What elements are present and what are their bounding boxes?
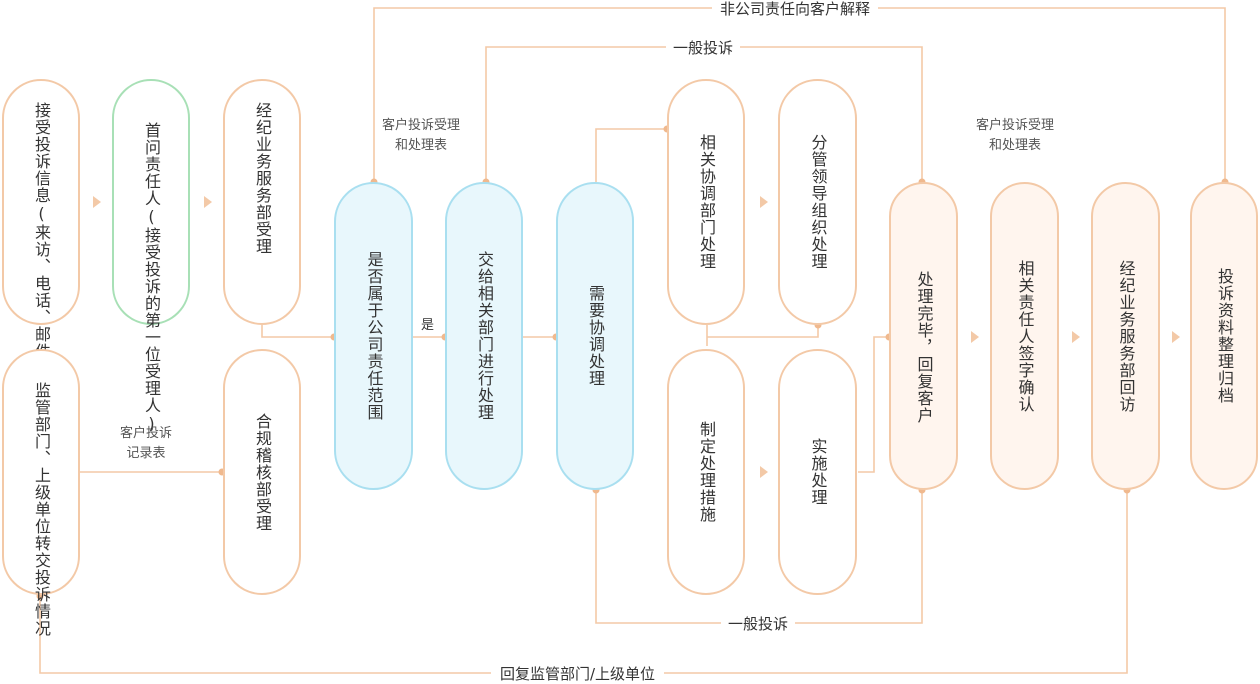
label-general-complaint-top: 一般投诉 bbox=[666, 37, 741, 58]
node-receive-complaint-text: 接受投诉信息(来访、电话、邮件、网络留言等) bbox=[32, 102, 51, 482]
node-need-coordination-text: 需要协调处理 bbox=[586, 285, 605, 387]
node-make-measures-text: 制定处理措施 bbox=[697, 421, 716, 523]
node-broker-revisit: 经纪业务服务部回访 bbox=[1091, 182, 1160, 490]
node-archive: 投诉资料整理归档 bbox=[1190, 182, 1258, 490]
node-archive-text: 投诉资料整理归档 bbox=[1215, 268, 1234, 404]
node-complete-reply-text: 处理完毕，回复客户 bbox=[914, 271, 934, 424]
label-record-line1: 客户投诉 bbox=[120, 426, 173, 441]
label-general-complaint-bottom: 一般投诉 bbox=[721, 613, 796, 634]
label-reply-regulator: 回复监管部门/上级单位 bbox=[491, 663, 665, 684]
node-is-company-scope-text: 是否属于公司责任范围 bbox=[364, 251, 384, 421]
label-form-left: 客户投诉受理 和处理表 bbox=[382, 116, 460, 156]
node-leader-organize: 分管领导组织处理 bbox=[778, 79, 857, 325]
node-broker-accept: 经纪业务服务部受理 bbox=[223, 79, 301, 325]
node-regulator-text: 监管部门、上级单位转交投诉情况 bbox=[32, 382, 51, 637]
node-related-coordination: 相关协调部门处理 bbox=[667, 79, 745, 325]
node-first-responsible-text: 首问责任人(接受投诉的第一位受理人) bbox=[142, 122, 161, 434]
node-make-measures: 制定处理措施 bbox=[667, 349, 745, 595]
label-form-right-line2: 和处理表 bbox=[989, 138, 1042, 153]
node-compliance-text: 合规稽核部受理 bbox=[253, 412, 272, 532]
label-yes: 是 bbox=[420, 314, 436, 333]
node-compliance: 合规稽核部受理 bbox=[223, 349, 301, 595]
label-form-left-line2: 和处理表 bbox=[395, 138, 448, 153]
label-form-right-line1: 客户投诉受理 bbox=[976, 118, 1055, 133]
node-implement-text: 实施处理 bbox=[808, 438, 828, 506]
node-complete-reply: 处理完毕，回复客户 bbox=[889, 182, 958, 490]
node-responsible-sign-text: 相关责任人签字确认 bbox=[1015, 259, 1035, 413]
node-implement: 实施处理 bbox=[778, 349, 857, 595]
node-leader-organize-text: 分管领导组织处理 bbox=[808, 134, 828, 270]
label-record-line2: 记录表 bbox=[126, 446, 166, 461]
label-non-company-explain: 非公司责任向客户解释 bbox=[712, 0, 879, 19]
label-record: 客户投诉 记录表 bbox=[120, 424, 172, 464]
label-form-right: 客户投诉受理 和处理表 bbox=[976, 116, 1054, 156]
node-assign-department-text: 交给相关部门进行处理 bbox=[475, 251, 494, 421]
node-broker-accept-text: 经纪业务服务部受理 bbox=[253, 102, 272, 255]
label-form-left-line1: 客户投诉受理 bbox=[382, 118, 461, 133]
node-first-responsible: 首问责任人(接受投诉的第一位受理人) bbox=[112, 79, 190, 434]
node-regulator: 监管部门、上级单位转交投诉情况 bbox=[2, 349, 80, 637]
node-responsible-sign: 相关责任人签字确认 bbox=[990, 182, 1059, 490]
node-receive-complaint: 接受投诉信息(来访、电话、邮件、网络留言等) bbox=[2, 79, 80, 482]
node-is-company-scope: 是否属于公司责任范围 bbox=[334, 182, 413, 490]
node-need-coordination: 需要协调处理 bbox=[556, 182, 634, 490]
node-related-coordination-text: 相关协调部门处理 bbox=[697, 134, 716, 270]
node-broker-revisit-text: 经纪业务服务部回访 bbox=[1116, 259, 1136, 413]
node-assign-department: 交给相关部门进行处理 bbox=[445, 182, 523, 490]
